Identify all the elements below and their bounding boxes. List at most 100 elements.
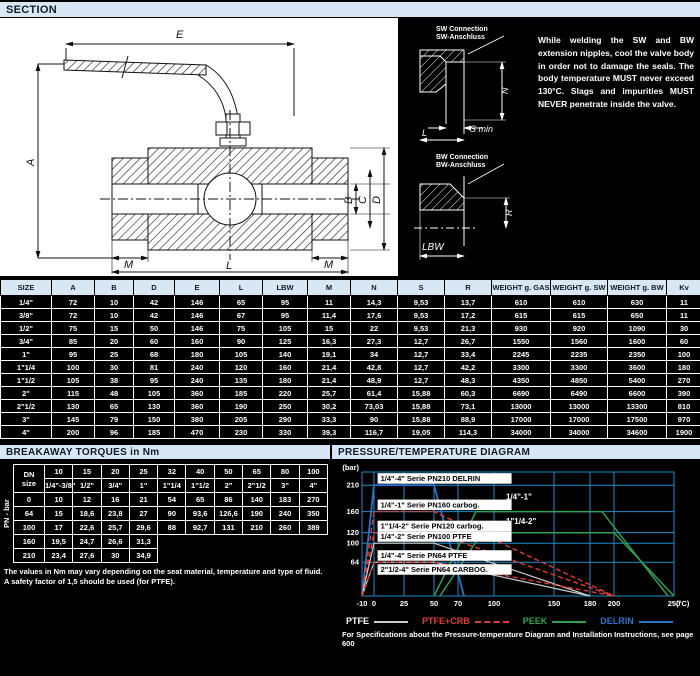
size-header: 1" — [128, 478, 159, 493]
size-cell: 1/4" — [0, 295, 52, 309]
value-cell: 95 — [133, 373, 175, 387]
stem-nut — [215, 121, 251, 136]
value-cell: 73,1 — [444, 399, 492, 413]
plot-border — [361, 471, 675, 597]
value-cell: 190 — [219, 399, 263, 413]
torque-value-cell: 126,6 — [213, 506, 244, 521]
value-cell: 150 — [133, 412, 175, 426]
value-cell: 6490 — [550, 386, 608, 400]
value-cell: 13300 — [607, 399, 667, 413]
value-cell: 25 — [94, 347, 134, 361]
value-cell: 650 — [607, 308, 667, 322]
value-cell: 19,1 — [307, 347, 351, 361]
size-cell: 3" — [0, 412, 52, 426]
dim-label-LBW: LBW — [422, 242, 445, 253]
value-cell: 360 — [174, 386, 220, 400]
value-cell: 60,3 — [444, 386, 492, 400]
curve-label: 1/4"-1" — [506, 492, 532, 501]
torque-value-cell: 88 — [157, 520, 187, 535]
value-cell: 105 — [262, 321, 308, 335]
drawing-area: E A — [0, 18, 700, 276]
dn-header: 20 — [100, 464, 130, 479]
value-cell: 115 — [51, 386, 95, 400]
x-tick-label: 70 — [454, 599, 462, 608]
value-cell: 630 — [607, 295, 667, 309]
handle-bend — [197, 74, 227, 119]
torque-value-cell: 54 — [157, 492, 187, 507]
torque-value-cell: 270 — [298, 492, 329, 507]
dimension-col-header: SIZE — [0, 279, 52, 296]
value-cell: 270 — [666, 373, 700, 387]
value-cell: 42,2 — [444, 360, 492, 374]
torque-value-cell: 90 — [157, 506, 187, 521]
dimension-col-header: R — [444, 279, 492, 296]
value-cell: 11 — [666, 295, 700, 309]
dn-header: 40 — [185, 464, 215, 479]
value-cell: 240 — [174, 360, 220, 374]
size-header: 3" — [270, 478, 300, 493]
torque-value-cell: 92,7 — [185, 520, 215, 535]
torque-value-cell: 183 — [270, 492, 300, 507]
torque-value-cell — [157, 548, 186, 563]
value-cell: 17,2 — [444, 308, 492, 322]
value-cell: 3600 — [607, 360, 667, 374]
legend-line-sample — [552, 620, 587, 623]
torque-value-cell: 29,6 — [128, 520, 159, 535]
torque-value-cell — [242, 548, 271, 563]
torque-value-cell: 65 — [185, 492, 215, 507]
value-cell: 48,9 — [350, 373, 398, 387]
dim-label-A: A — [25, 159, 37, 167]
series-line — [361, 510, 615, 597]
section-header: SECTION — [0, 2, 700, 18]
size-cell: 2" — [0, 386, 52, 400]
value-cell: 12,7 — [397, 360, 445, 374]
value-cell: 14,3 — [350, 295, 398, 309]
value-cell: 970 — [666, 412, 700, 426]
torque-value-cell: 30 — [100, 548, 130, 563]
value-cell: 73,03 — [350, 399, 398, 413]
value-cell: 20 — [94, 334, 134, 348]
dn-header: 65 — [242, 464, 272, 479]
series-label-box — [377, 550, 512, 561]
series-label-text: 1/4"-2" Serie PN100 PTFE — [381, 532, 472, 541]
x-tick-label: 180 — [584, 599, 597, 608]
valve-section-drawing: E A — [25, 29, 390, 275]
value-cell: 21,4 — [307, 360, 351, 374]
size-cell: 1"1/2 — [0, 373, 52, 387]
value-cell: 15,88 — [397, 412, 445, 426]
torque-title: BREAKAWAY TORQUES in Nm — [6, 447, 160, 458]
dimension-col-header: E — [174, 279, 220, 296]
torque-value-cell: 240 — [270, 506, 300, 521]
value-cell: 95 — [262, 308, 308, 322]
value-cell: 88,9 — [444, 412, 492, 426]
value-cell: 60 — [666, 334, 700, 348]
series-label-text: 1/4"-1" Serie PN160 carbog. — [381, 501, 480, 510]
pn-cell: 210 — [13, 548, 45, 563]
legend-item: PTFE — [346, 616, 409, 626]
value-cell: 4350 — [491, 373, 551, 387]
torque-value-cell — [299, 548, 328, 563]
value-cell: 6690 — [491, 386, 551, 400]
value-cell: 65 — [94, 399, 134, 413]
value-cell: 185 — [219, 386, 263, 400]
dim-label-L: L — [226, 260, 232, 272]
torque-value-cell: 26,6 — [100, 534, 130, 549]
series-label-box — [377, 473, 512, 484]
dim-label-B: B — [343, 197, 355, 204]
size-header: 1/2" — [72, 478, 102, 493]
value-cell: 130 — [133, 399, 175, 413]
pn-axis-label: PN - bar — [2, 499, 11, 528]
value-cell: 79 — [94, 412, 134, 426]
value-cell: 25,7 — [307, 386, 351, 400]
